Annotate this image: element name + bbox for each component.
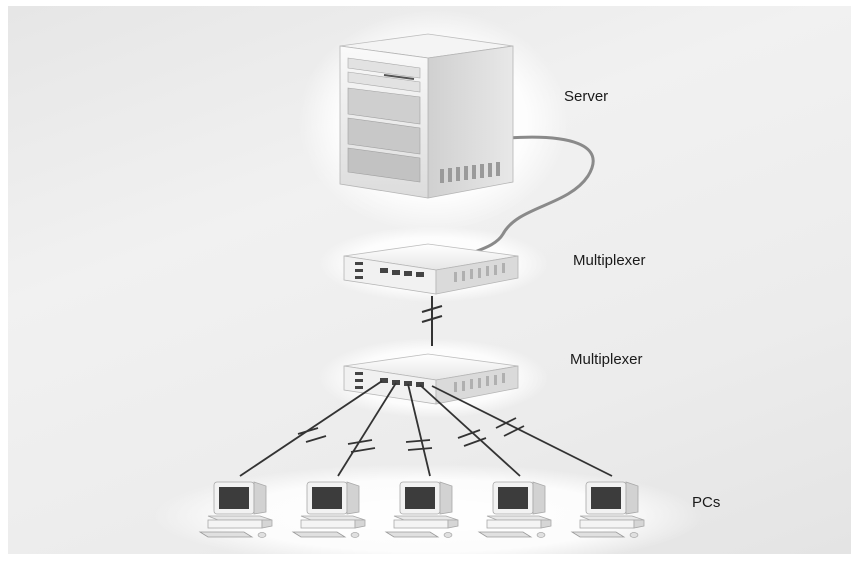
server-cable [469, 135, 595, 256]
diagram-canvas [153, 9, 703, 554]
server-label: Server [564, 88, 609, 105]
network-diagram: Server Multiplexer Multiplexer PCs [8, 6, 851, 554]
pc-5 [570, 481, 645, 538]
pc-links [239, 380, 613, 477]
multiplexer-icon-bottom [343, 353, 519, 405]
pcs-group [198, 481, 645, 538]
pcs-label: PCs [692, 494, 721, 511]
multiplexer-icon-top [343, 243, 519, 295]
pc-3 [384, 481, 459, 538]
multiplexer-top-label: Multiplexer [573, 252, 646, 269]
multiplexer-link [421, 296, 443, 346]
pc-2 [291, 481, 366, 538]
multiplexer-bottom-label: Multiplexer [570, 351, 643, 368]
server-icon [339, 33, 514, 199]
pc-4 [477, 481, 552, 538]
pc-1 [198, 481, 273, 538]
